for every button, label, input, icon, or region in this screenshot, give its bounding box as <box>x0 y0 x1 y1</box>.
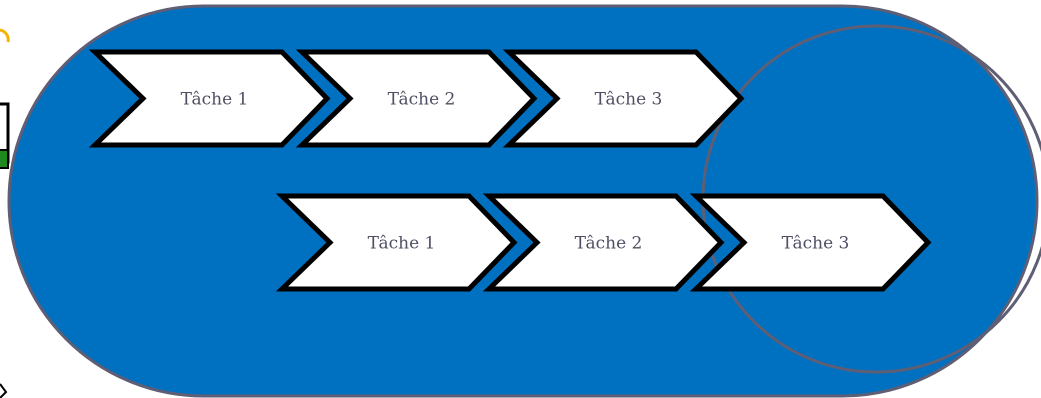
task-label: Tâche 3 <box>782 234 850 254</box>
task-label: Tâche 2 <box>575 234 643 254</box>
task-chevron <box>689 193 932 292</box>
task-chevron <box>295 49 538 148</box>
task-chevron <box>502 49 745 148</box>
task-chevron <box>275 193 518 292</box>
task-chevron <box>482 193 725 292</box>
edge-fragment-green <box>0 149 9 169</box>
task-row-2: Tâche 1 Tâche 2 Tâche 3 <box>275 193 932 292</box>
task-row-1: Tâche 1 Tâche 2 Tâche 3 <box>88 49 745 148</box>
task-label: Tâche 2 <box>388 90 456 110</box>
edge-fragment-top <box>0 28 10 43</box>
task-label: Tâche 1 <box>368 234 436 254</box>
task-chevron <box>88 49 331 148</box>
task-label: Tâche 1 <box>181 90 249 110</box>
edge-fragment-bottom <box>0 383 8 398</box>
task-label: Tâche 3 <box>595 90 663 110</box>
